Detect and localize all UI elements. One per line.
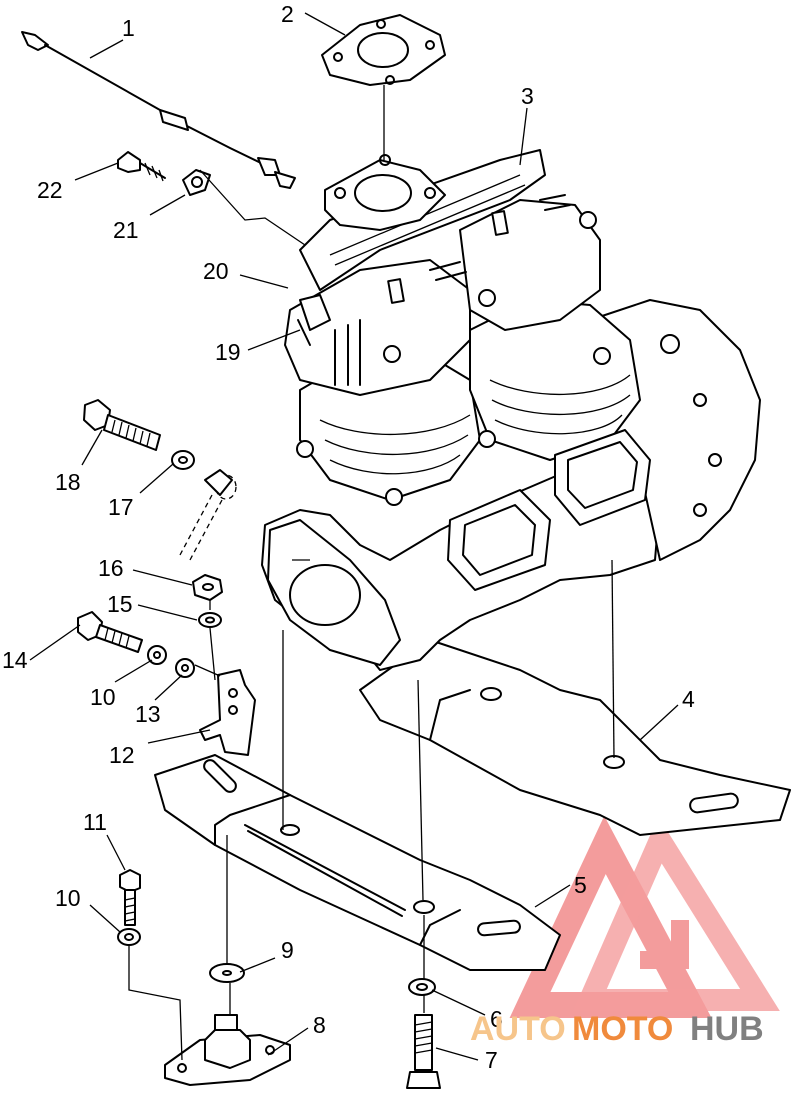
callout-18: 18 — [55, 469, 81, 495]
callout-17: 17 — [108, 494, 134, 520]
callout-13: 13 — [135, 701, 161, 727]
nut-16 — [192, 574, 223, 601]
watermark-hub: HUB — [690, 1010, 764, 1048]
bolt-7 — [406, 1014, 441, 1089]
washer-10-upper — [147, 645, 167, 665]
exhaust-gasket-2 — [321, 14, 446, 86]
leader-lines — [29, 12, 679, 1061]
callout-20: 20 — [203, 258, 229, 284]
lockwasher-13 — [175, 658, 195, 678]
rubber-mount-8 — [164, 1014, 291, 1086]
watermark-moto: MOTO — [572, 1010, 673, 1048]
bolt-11 — [119, 869, 141, 926]
terminal-21 — [182, 169, 211, 196]
callout-14: 14 — [2, 647, 28, 673]
cable-1 — [21, 31, 296, 189]
watermark-text: AUTO MOTO HUB — [470, 1010, 764, 1048]
callout-21: 21 — [113, 217, 139, 243]
callout-16: 16 — [98, 555, 124, 581]
callout-labels: 1 2 3 4 5 6 7 8 9 10 10 11 12 13 14 15 1… — [2, 1, 695, 1073]
watermark-auto: AUTO — [470, 1010, 566, 1048]
washer-15 — [198, 612, 222, 628]
callout-1: 1 — [122, 15, 135, 41]
engine-assembly — [261, 149, 761, 671]
watermark-logo — [509, 815, 780, 1018]
callout-3: 3 — [521, 83, 534, 109]
assembly-lines — [128, 85, 615, 1061]
callout-15: 15 — [107, 591, 133, 617]
callout-4: 4 — [682, 686, 695, 712]
callout-7: 7 — [485, 1047, 498, 1073]
callout-22: 22 — [37, 177, 63, 203]
callout-8: 8 — [313, 1012, 326, 1038]
callout-2: 2 — [281, 1, 294, 27]
washer-17 — [171, 450, 195, 470]
screw-22 — [117, 151, 166, 182]
mount-plate-5 — [154, 754, 561, 971]
callout-19: 19 — [215, 339, 241, 365]
mount-plate-4 — [359, 639, 791, 836]
callout-10-upper: 10 — [90, 684, 116, 710]
washer-10-lower — [117, 928, 141, 946]
bolt-14 — [77, 611, 143, 653]
callout-12: 12 — [109, 742, 135, 768]
callout-5: 5 — [574, 872, 587, 898]
bolt-18 — [83, 399, 161, 451]
bracket-12 — [199, 669, 256, 756]
callout-6: 6 — [490, 1006, 503, 1032]
ground-strap — [179, 469, 237, 561]
callout-11: 11 — [83, 809, 107, 835]
callout-10-lower: 10 — [55, 885, 81, 911]
washer-6 — [408, 978, 436, 996]
callout-9: 9 — [281, 937, 294, 963]
washer-9 — [209, 963, 245, 983]
